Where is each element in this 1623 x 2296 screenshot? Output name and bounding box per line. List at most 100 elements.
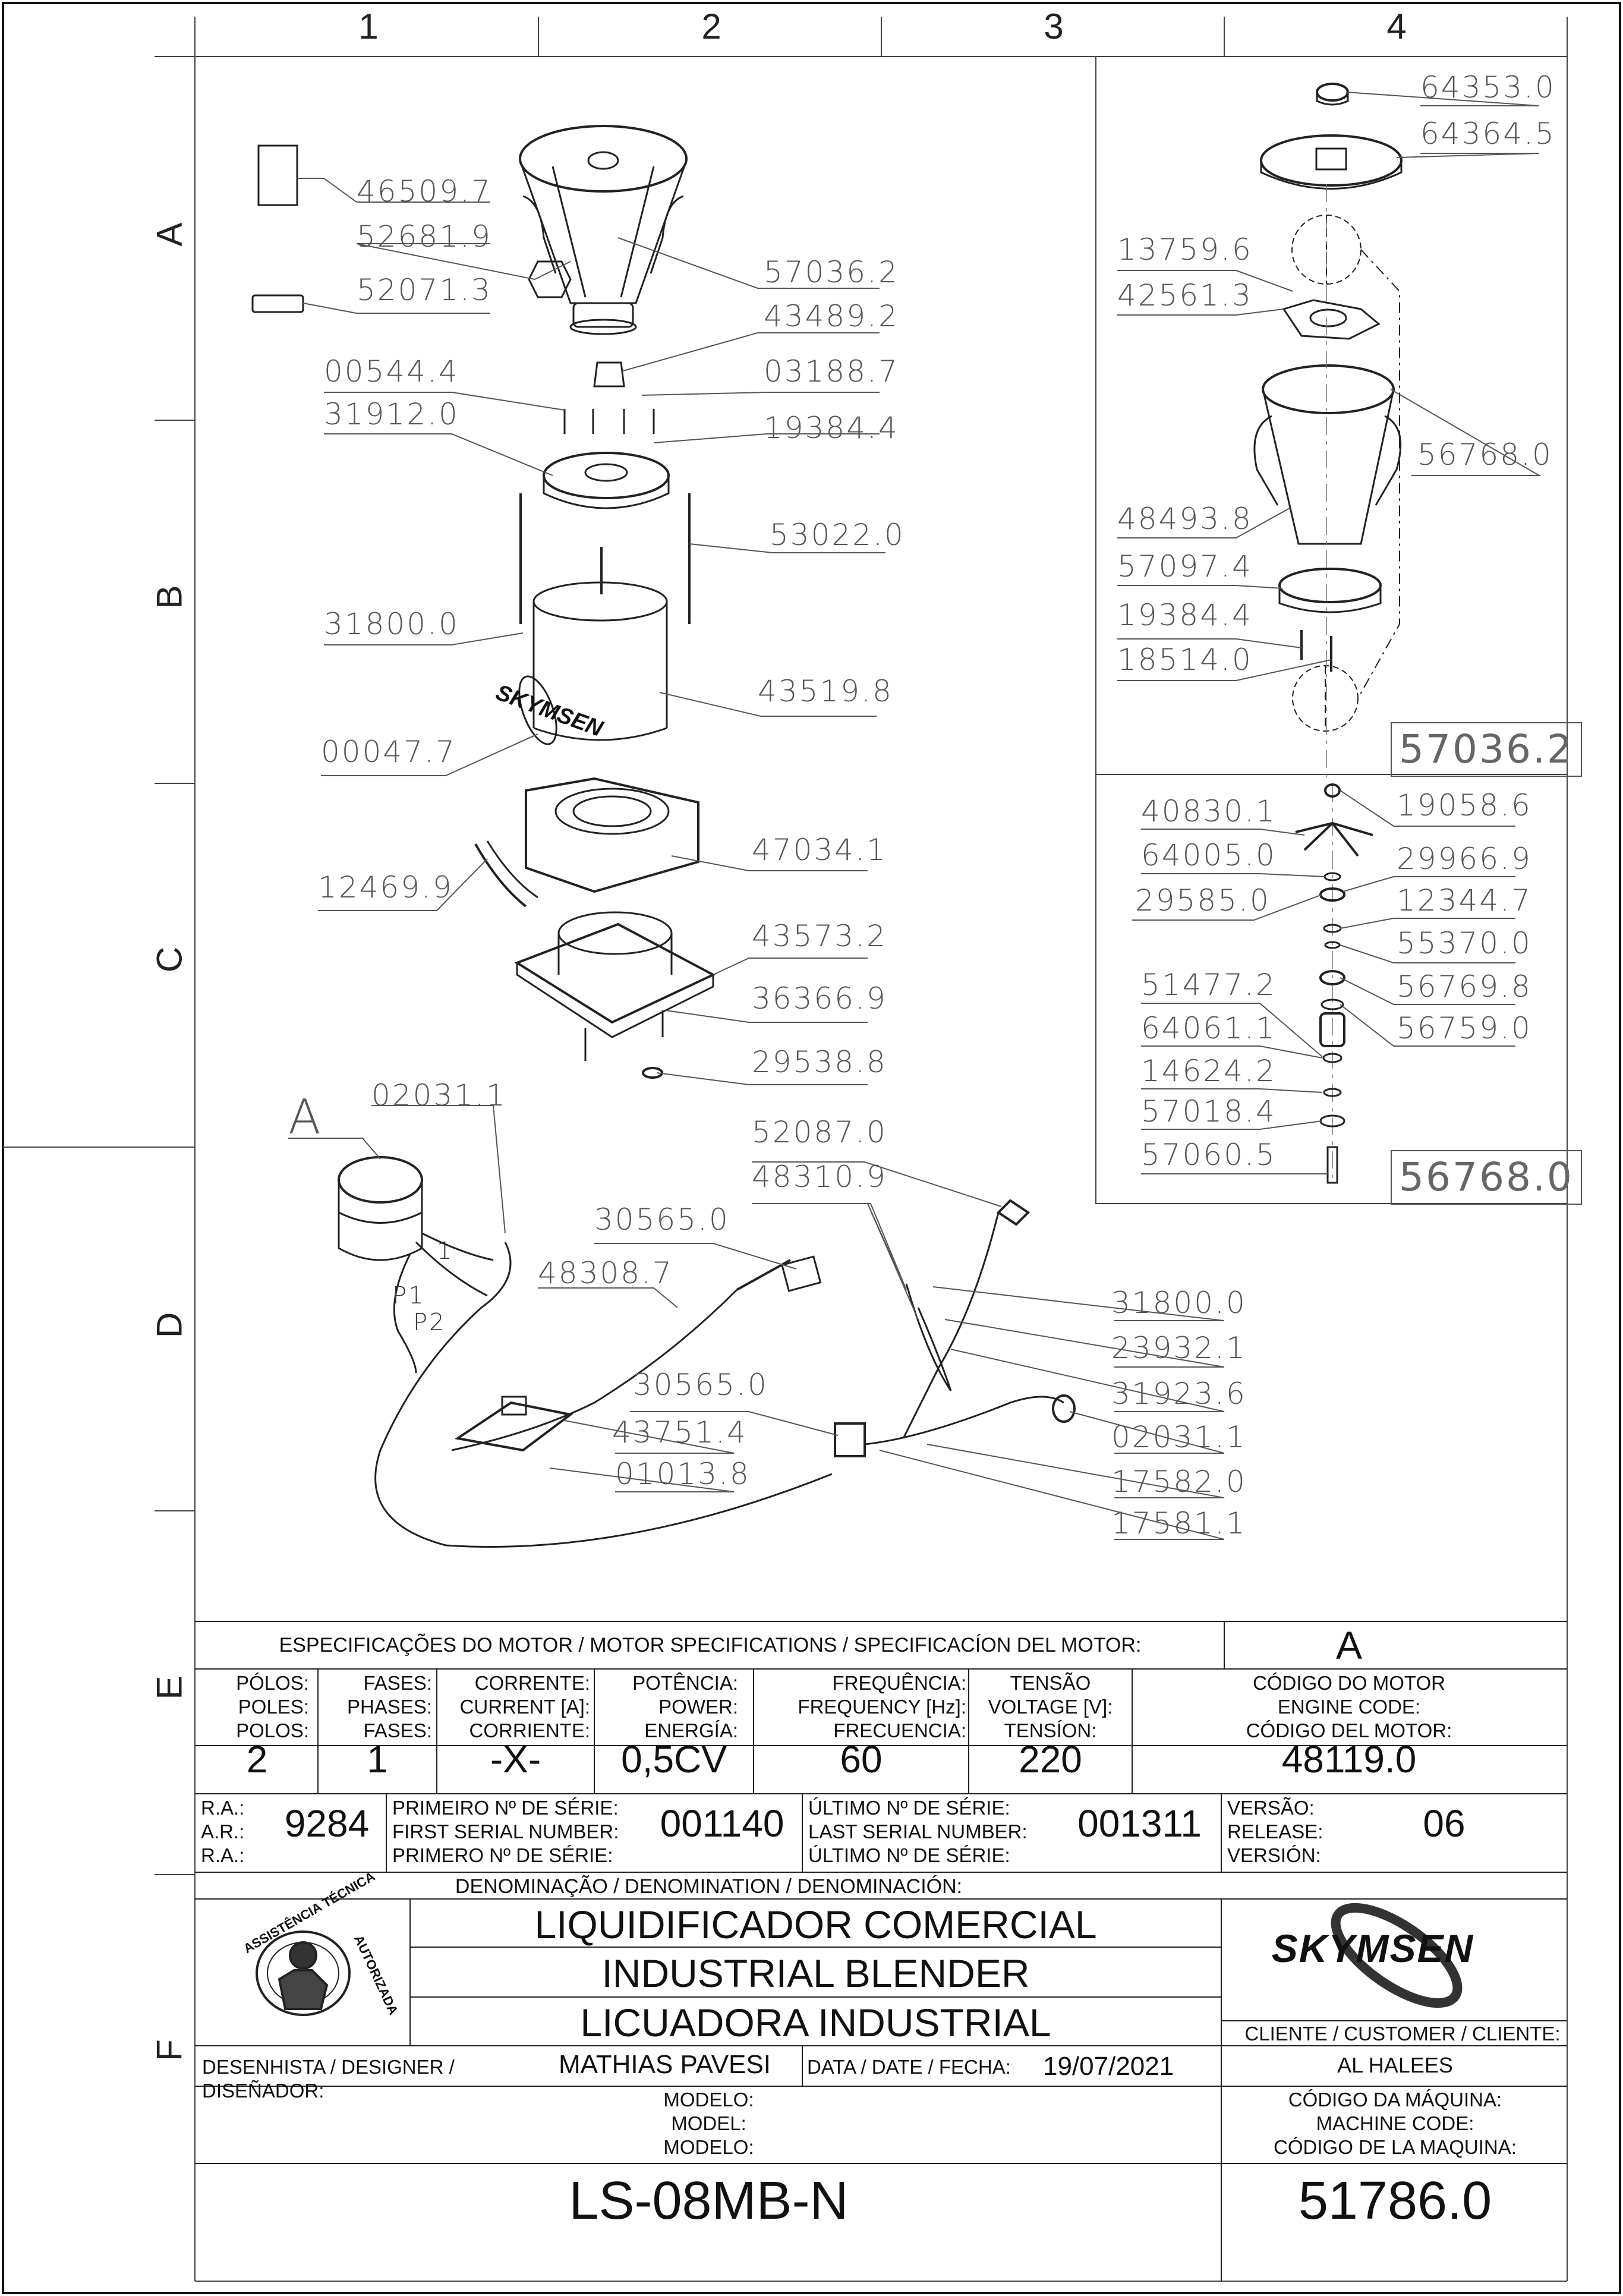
callout-64061-1: 64061.1 xyxy=(1141,1011,1277,1045)
callout-14624-2: 14624.2 xyxy=(1141,1054,1277,1088)
callout-57018-4: 57018.4 xyxy=(1141,1094,1277,1129)
callout-12469-9: 12469.9 xyxy=(318,870,453,905)
callout-52087-0: 52087.0 xyxy=(752,1115,887,1149)
motor-spec-title: ESPECIFICAÇÕES DO MOTOR / MOTOR SPECIFIC… xyxy=(279,1634,1142,1656)
header-frequency: FREQUÊNCIA:FREQUENCY [Hz]:FRECUENCIA: xyxy=(798,1672,966,1741)
callout-31912-0: 31912.0 xyxy=(324,397,459,432)
callout-31923-6: 31923.6 xyxy=(1111,1377,1247,1411)
callout-18514-0: 18514.0 xyxy=(1117,642,1253,677)
callout-51477-2: 51477.2 xyxy=(1141,968,1277,1002)
wire-label-p2: P2 xyxy=(413,1309,446,1336)
callout-29585-0: 29585.0 xyxy=(1135,883,1271,918)
denomination-en: INDUSTRIAL BLENDER xyxy=(601,1951,1030,1995)
last-serial-value: 001311 xyxy=(1077,1802,1202,1845)
callout-12344-7: 12344.7 xyxy=(1397,883,1532,918)
callout-48493-8: 48493.8 xyxy=(1117,502,1253,536)
callout-19058-6: 19058.6 xyxy=(1397,788,1532,823)
callout-52071-3: 52071.3 xyxy=(357,273,492,307)
column-label-2: 2 xyxy=(701,7,721,46)
callout-13759-6: 13759.6 xyxy=(1117,232,1253,267)
row-label-a: A xyxy=(149,222,190,247)
date-label: DATA / DATE / FECHA: xyxy=(807,2056,1011,2078)
callout-00047-7: 00047.7 xyxy=(321,735,456,769)
value-current: -X- xyxy=(490,1738,541,1781)
callout-23932-1: 23932.1 xyxy=(1111,1331,1247,1365)
callout-29538-8: 29538.8 xyxy=(752,1045,887,1079)
callout-36366-9: 36366.9 xyxy=(752,981,887,1016)
column-label-4: 4 xyxy=(1386,7,1407,46)
callout-57036-2: 57036.2 xyxy=(764,255,899,289)
model-value: LS-08MB-N xyxy=(569,2171,849,2231)
value-frequency: 60 xyxy=(840,1738,883,1781)
value-voltage: 220 xyxy=(1019,1738,1082,1781)
callout-40830-1: 40830.1 xyxy=(1141,794,1277,829)
value-poles: 2 xyxy=(246,1738,268,1781)
callout-02031-1-motor: 02031.1 xyxy=(371,1078,507,1113)
assistance-stamp-graphic xyxy=(256,1930,351,2016)
callout-31800-0-cord: 31800.0 xyxy=(1111,1286,1247,1320)
header-phases: FASES:PHASES:FASES: xyxy=(346,1672,432,1741)
callout-30565-0-upper: 30565.0 xyxy=(594,1202,730,1237)
callout-17582-0: 17582.0 xyxy=(1111,1464,1247,1499)
callout-19384-4-detail: 19384.4 xyxy=(1117,598,1253,632)
motor-code-letter: A xyxy=(1335,1623,1363,1667)
callout-43573-2: 43573.2 xyxy=(752,919,887,953)
callout-31800-0: 31800.0 xyxy=(324,607,459,641)
row-label-b: B xyxy=(149,585,190,609)
callout-42561-3: 42561.3 xyxy=(1117,278,1253,313)
callout-01013-8: 01013.8 xyxy=(615,1457,751,1491)
row-label-e: E xyxy=(149,1675,190,1700)
callout-17581-1: 17581.1 xyxy=(1111,1506,1247,1541)
value-phases: 1 xyxy=(367,1738,388,1781)
model-labels: MODELO:MODEL:MODELO: xyxy=(663,2089,754,2158)
callout-47034-1: 47034.1 xyxy=(752,833,887,867)
column-label-3: 3 xyxy=(1044,7,1064,46)
callout-64364-5: 64364.5 xyxy=(1420,116,1556,151)
wire-label-1: 1 xyxy=(437,1237,454,1265)
callout-53022-0: 53022.0 xyxy=(770,518,905,552)
ra-value: 9284 xyxy=(284,1802,370,1845)
callout-19384-4: 19384.4 xyxy=(764,411,899,445)
callout-29966-9: 29966.9 xyxy=(1397,842,1532,876)
callout-56769-8: 56769.8 xyxy=(1397,969,1532,1004)
callout-46509-7: 46509.7 xyxy=(357,174,492,209)
last-serial-labels: ÚLTIMO Nº DE SÉRIE:LAST SERIAL NUMBER:ÚL… xyxy=(808,1797,1028,1866)
client-value: AL HALEES xyxy=(1337,2053,1453,2077)
column-label-1: 1 xyxy=(358,7,379,46)
callout-56768-0: 56768.0 xyxy=(1417,437,1553,472)
machine-code-labels: CÓDIGO DA MÁQUINA:MACHINE CODE:CÓDIGO DE… xyxy=(1274,2089,1517,2158)
brand-logo-graphic xyxy=(1331,1903,1463,2008)
callout-64005-0: 64005.0 xyxy=(1141,838,1277,873)
client-label: CLIENTE / CUSTOMER / CLIENTE: xyxy=(1244,2023,1561,2045)
detail-box-57036-2: 57036.2 xyxy=(1391,722,1582,777)
wire-label-p1: P1 xyxy=(392,1282,426,1309)
detail-label-a: A xyxy=(288,1089,323,1145)
brand-logo-text: SKYMSEN xyxy=(1271,1926,1474,1970)
callout-43751-4: 43751.4 xyxy=(612,1415,748,1450)
value-engine-code: 48119.0 xyxy=(1281,1738,1417,1781)
designer-value: MATHIAS PAVESI xyxy=(559,2050,771,2079)
callout-30565-0-lower: 30565.0 xyxy=(633,1368,768,1402)
callout-48310-9: 48310.9 xyxy=(752,1160,887,1194)
row-label-c: C xyxy=(149,946,190,973)
callout-43519-8: 43519.8 xyxy=(758,674,893,708)
date-value: 19/07/2021 xyxy=(1043,2052,1174,2081)
callout-52681-9: 52681.9 xyxy=(357,219,492,254)
callout-57097-4: 57097.4 xyxy=(1117,549,1253,584)
callout-64353-0: 64353.0 xyxy=(1420,70,1556,105)
callout-43489-2: 43489.2 xyxy=(764,299,899,333)
version-labels: VERSÃO:RELEASE:VERSIÓN: xyxy=(1227,1797,1323,1866)
version-value: 06 xyxy=(1423,1802,1466,1845)
row-label-f: F xyxy=(149,2039,190,2061)
header-power: POTÊNCIA:POWER:ENERGÍA: xyxy=(632,1672,738,1741)
callout-57060-5: 57060.5 xyxy=(1141,1138,1277,1172)
denomination-pt: LIQUIDIFICADOR COMERCIAL xyxy=(534,1903,1097,1947)
machine-code-value: 51786.0 xyxy=(1298,2171,1492,2231)
first-serial-labels: PRIMEIRO Nº DE SÉRIE:FIRST SERIAL NUMBER… xyxy=(392,1797,619,1866)
callout-03188-7: 03188.7 xyxy=(764,354,899,389)
denomination-es: LICUADORA INDUSTRIAL xyxy=(580,2001,1051,2045)
first-serial-value: 001140 xyxy=(660,1802,784,1845)
